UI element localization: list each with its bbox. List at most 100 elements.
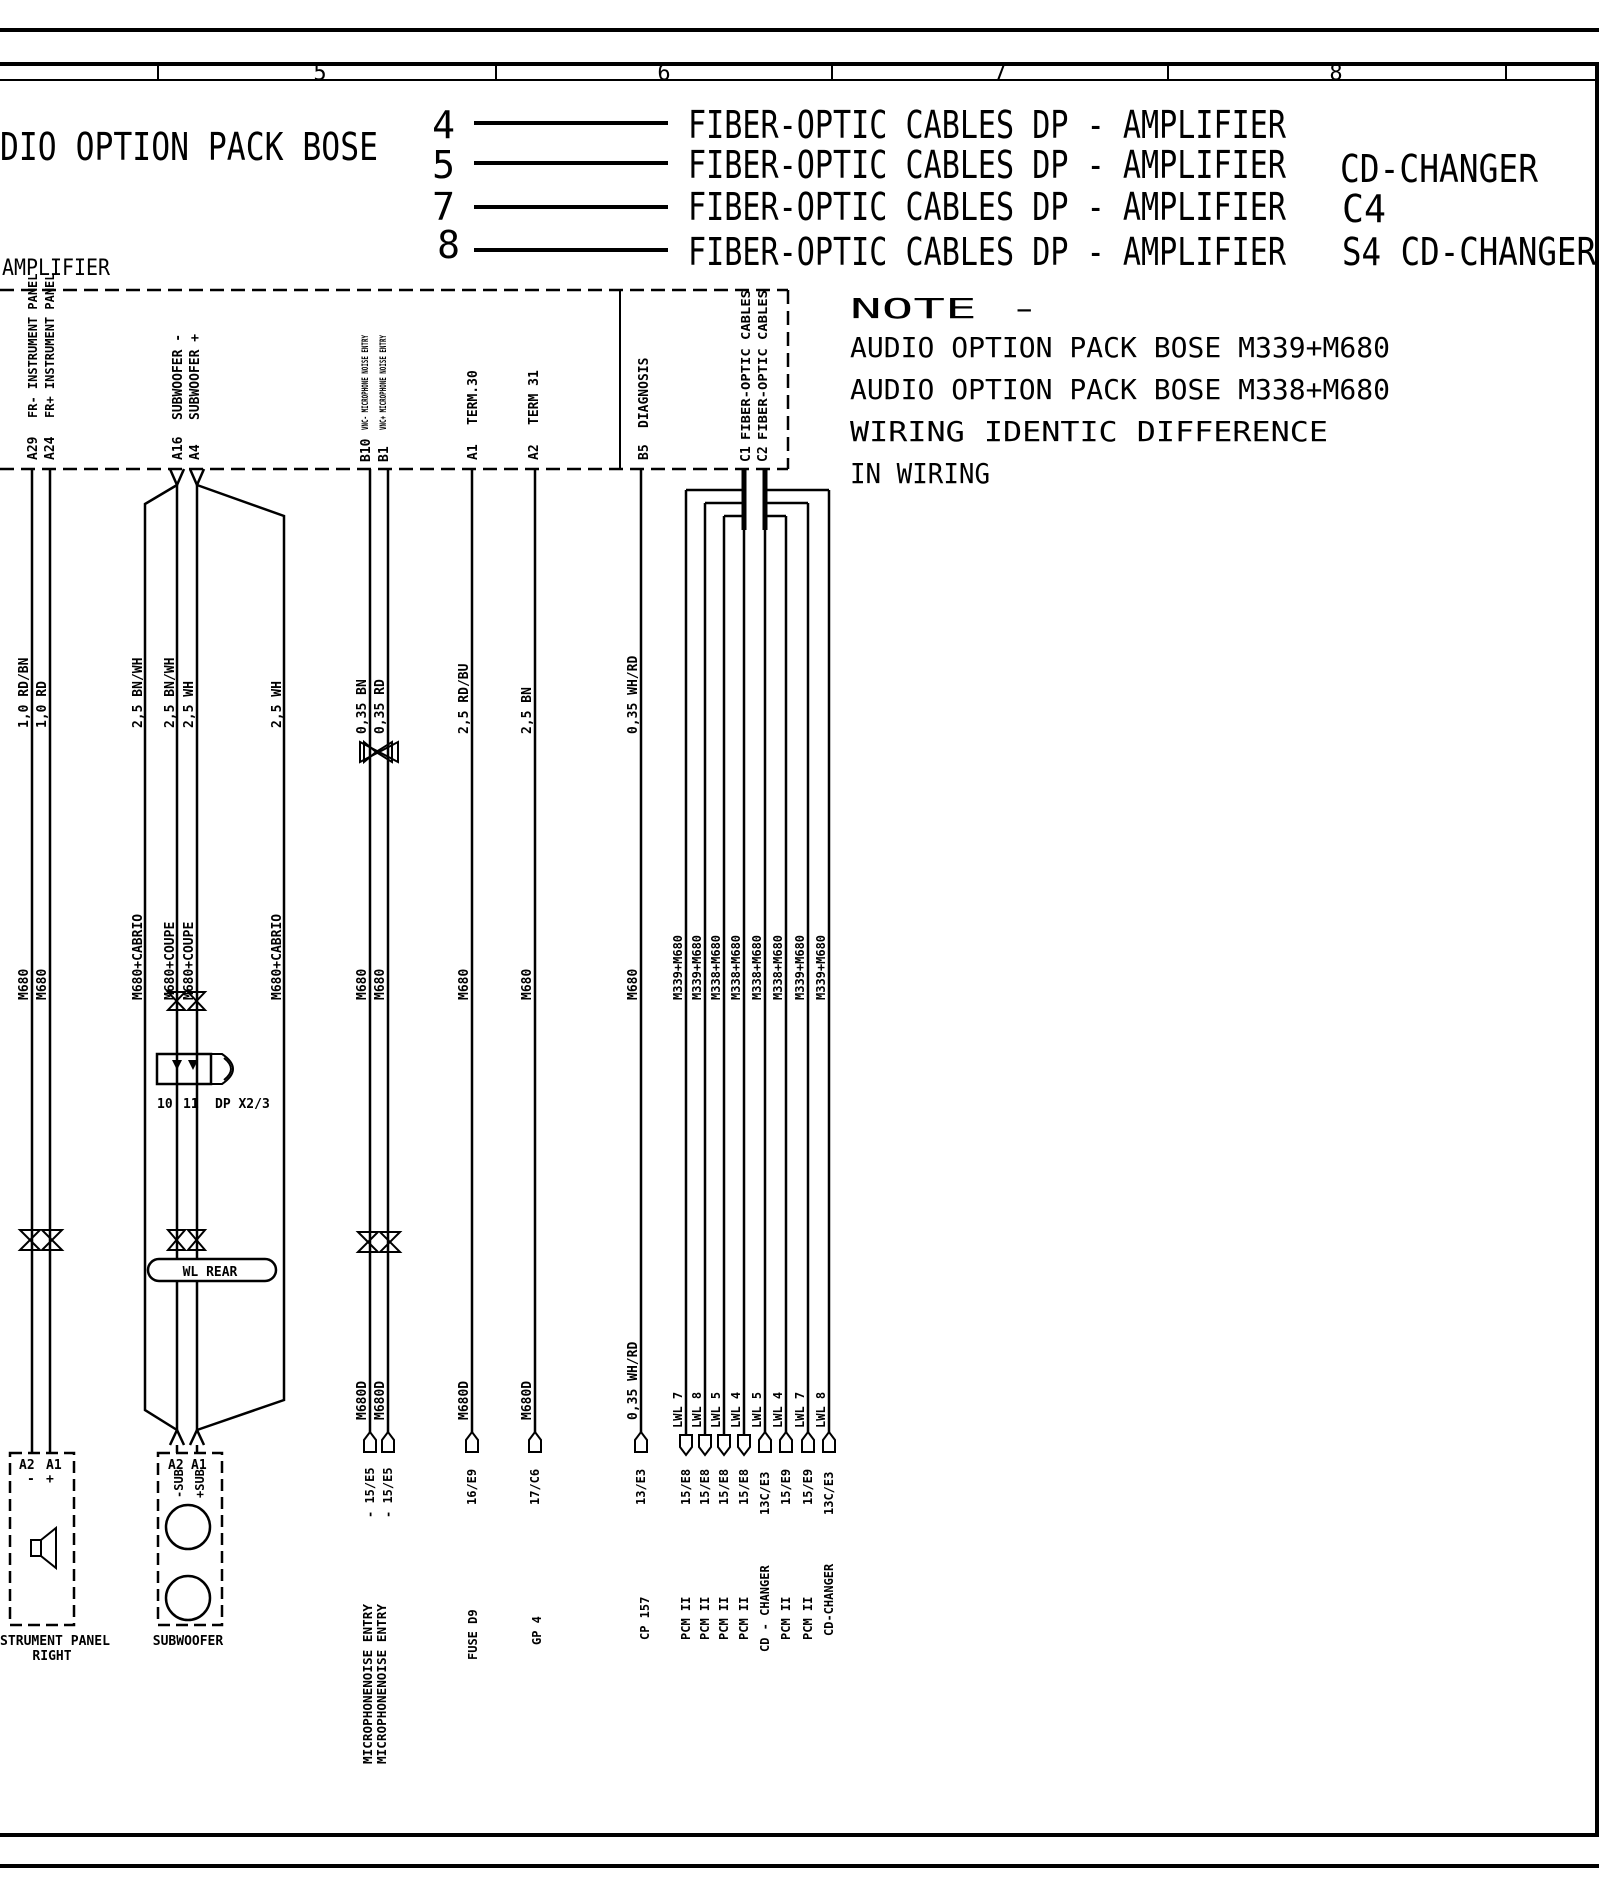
fiber-option: M339+M680: [793, 935, 807, 1000]
speaker-pin: A1: [191, 1458, 207, 1473]
terminal-ref: 13/E3: [634, 1469, 648, 1505]
option-code: M680: [520, 969, 535, 1000]
wire-color: 2,5 BN: [520, 687, 535, 734]
destination: CP 157: [638, 1597, 652, 1640]
connector-label: DP X2/3: [215, 1097, 270, 1112]
pin-func: FIBER-OPTIC CABLES: [739, 290, 753, 440]
speaker-label: RIGHT: [32, 1649, 71, 1664]
terminal-ref: 13C/E3: [758, 1472, 772, 1515]
destination: FUSE D9: [466, 1609, 480, 1660]
fiber-option: M338+M680: [709, 935, 723, 1000]
option-code: M680: [355, 969, 370, 1000]
legend-number: 4: [432, 103, 455, 147]
wire-color: 2,5 RD/BU: [457, 663, 472, 734]
legend-extra: C4: [1342, 187, 1386, 231]
pin-id: B5: [637, 444, 652, 460]
option-code: M680+CABRIO: [270, 914, 285, 1000]
note-line: WIRING IDENTIC DIFFERENCE: [850, 415, 1328, 448]
option-code: M680D: [457, 1381, 472, 1420]
pin-id: C2: [756, 446, 771, 462]
terminal-ref: 13C/E3: [822, 1472, 836, 1515]
fiber-lwl: LWL 4: [771, 1392, 785, 1428]
option-code: M680D: [373, 1381, 388, 1420]
speaker-icon: [30, 1525, 57, 1571]
wire-color: 0,35 BN: [355, 679, 370, 734]
destination: MICROPHONENOISE ENTRY: [375, 1603, 389, 1764]
pin-id: A4: [188, 444, 203, 460]
destination: PCM II: [679, 1597, 693, 1640]
notes: NOTE - AUDIO OPTION PACK BOSE M339+M680 …: [850, 292, 1390, 490]
pin-func: SUBWOOFER -: [171, 334, 186, 420]
column-number: 6: [657, 61, 670, 86]
speaker-sign: +: [46, 1472, 54, 1487]
fiber-option: M338+M680: [729, 935, 743, 1000]
wire-color: 1,0 RD: [35, 681, 50, 728]
fiber-option: M339+M680: [690, 935, 704, 1000]
pin-labels: FR- INSTRUMENT PANEL FR+ INSTRUMENT PANE…: [26, 274, 771, 463]
speaker-pin: A1: [46, 1458, 62, 1473]
legend-number: 8: [437, 223, 460, 267]
pin-id: C1: [739, 446, 754, 462]
wl-rear: WL REAR: [146, 1257, 278, 1283]
terminal-ref: - 15/E5: [363, 1467, 377, 1518]
option-code: M680: [457, 969, 472, 1000]
pin-id: B1: [377, 446, 392, 462]
wire-color: 2,5 BN/WH: [163, 658, 178, 728]
speaker-icon: [164, 1574, 212, 1622]
terminal-ref: 16/E9: [465, 1469, 479, 1505]
wire-color: 0,35 WH/RD: [626, 656, 641, 734]
frame: [0, 28, 1599, 1868]
component-name: AMPLIFIER: [2, 256, 111, 281]
option-labels: M680 M680 M680+CABRIO M680+COUPE M680+CO…: [17, 914, 641, 1420]
speaker-label: STRUMENT PANEL: [0, 1634, 110, 1649]
speaker-pin: A2: [168, 1458, 184, 1473]
pin-func: TERM.30: [466, 370, 481, 425]
speaker-sign: -: [27, 1472, 35, 1487]
terminal-ref: 15/E8: [737, 1469, 751, 1505]
destination: CD - CHANGER: [758, 1565, 772, 1652]
option-code: M680: [373, 969, 388, 1000]
pin-func: FR- INSTRUMENT PANEL: [26, 274, 40, 419]
fiber-lwl: LWL 7: [671, 1392, 685, 1428]
pin-func: FIBER-OPTIC CABLES: [756, 290, 770, 440]
speaker-icon: [164, 1503, 212, 1551]
fiber-option: M338+M680: [750, 935, 764, 1000]
speaker-subwoofer: A2 A1 -SUB +SUB SUBWOOFER: [153, 1451, 224, 1649]
option-code: M680: [35, 969, 50, 1000]
pin-func: FR+ INSTRUMENT PANEL: [43, 274, 57, 419]
destination: PCM II: [737, 1597, 751, 1640]
destination: GP 4: [530, 1616, 544, 1645]
fiber-option: M339+M680: [814, 935, 828, 1000]
column-number: 7: [993, 61, 1006, 86]
pin-id: A16: [171, 436, 186, 460]
destination: PCM II: [698, 1597, 712, 1640]
option-code: M680: [17, 969, 32, 1000]
wire-color: 0,35 RD: [373, 679, 388, 734]
pin-func: SUBWOOFER +: [188, 334, 203, 420]
terminals: [363, 1430, 836, 1457]
connector-pin: 11: [183, 1097, 199, 1112]
legend: 4 FIBER-OPTIC CABLES DP - AMPLIFIER 5 FI…: [432, 103, 1596, 274]
pin-id: B10: [359, 438, 374, 462]
fiber-lwl: LWL 8: [814, 1392, 828, 1428]
splice-markers: [17, 739, 403, 1253]
pin-id: A29: [26, 437, 41, 460]
terminal-refs: - 15/E5 - 15/E5 16/E9 17/C6 13/E3 15/E8 …: [363, 1467, 836, 1518]
speaker-sign: -SUB: [172, 1469, 186, 1498]
fiber-lwl: LWL 5: [750, 1392, 764, 1428]
speaker-pin: A2: [19, 1458, 35, 1473]
destination: PCM II: [801, 1597, 815, 1640]
speaker-label: SUBWOOFER: [153, 1634, 224, 1649]
pin-id: A1: [466, 444, 481, 460]
fiber-lwl: LWL 4: [729, 1392, 743, 1428]
legend-extra: S4 CD-CHANGER: [1342, 230, 1596, 274]
destinations: MICROPHONENOISE ENTRY MICROPHONENOISE EN…: [361, 1563, 836, 1764]
speaker-sign: +SUB: [193, 1469, 207, 1498]
page-title: DIO OPTION PACK BOSE: [0, 125, 378, 169]
fiber-option: M339+M680: [671, 935, 685, 1000]
destination: MICROPHONENOISE ENTRY: [361, 1603, 375, 1764]
option-code: M680D: [355, 1381, 370, 1420]
fiber-option: M338+M680: [771, 935, 785, 1000]
legend-extra: CD-CHANGER: [1340, 147, 1538, 191]
